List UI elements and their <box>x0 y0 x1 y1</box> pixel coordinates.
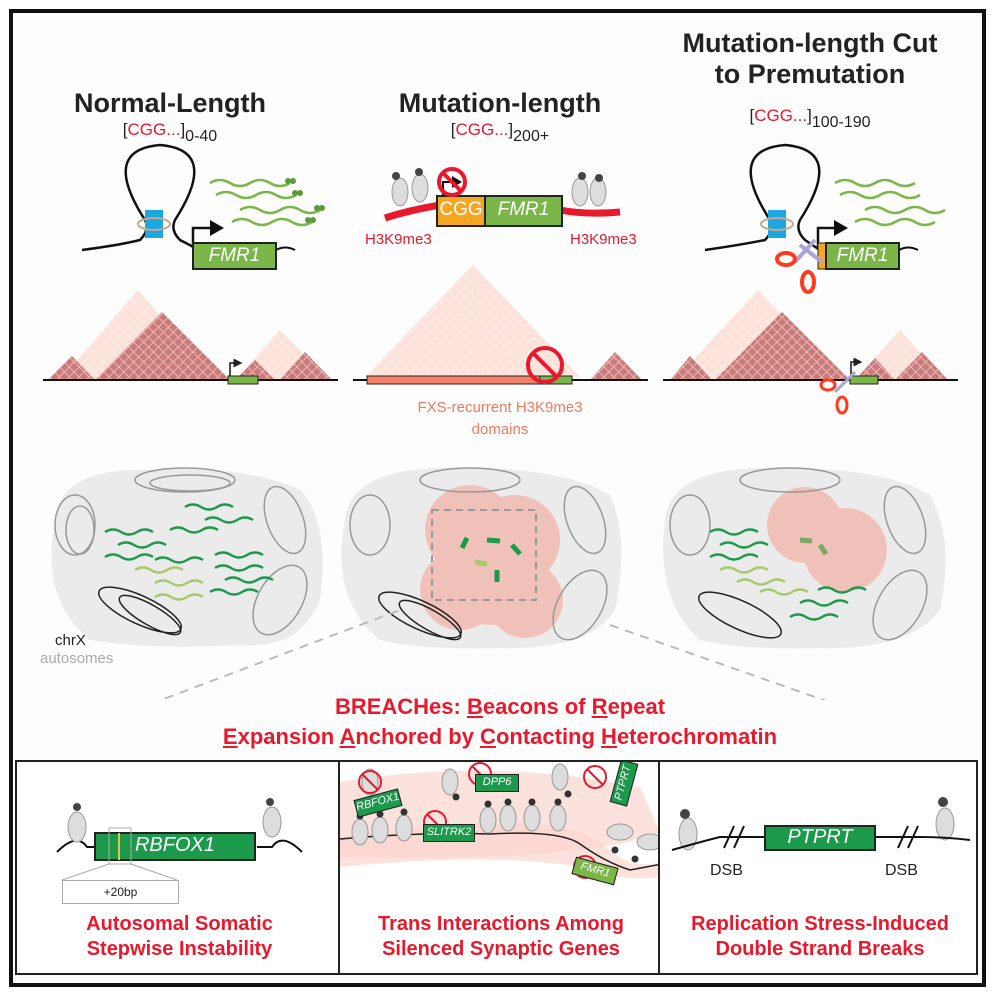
no-transcription-icon <box>526 346 564 384</box>
dsb-label-right: DSB <box>885 862 918 879</box>
silenced-fmr1-locus <box>383 167 621 227</box>
h3k9me3-label-right: H3K9me3 <box>570 231 637 248</box>
acronym-letter: E <box>222 724 238 749</box>
breaches-title: BREACHes: Beacons of Repeat Expansion An… <box>150 692 850 752</box>
breaches-line2: Expansion Anchored by Contacting Heteroc… <box>150 722 850 752</box>
fxs-caption-line1: FXS-recurrent H3K9me3 <box>417 399 583 416</box>
panel2-caption: Trans Interactions Among Silenced Synapt… <box>340 912 658 962</box>
tss-arrow-icon <box>210 220 224 236</box>
acronym-letter: A <box>339 724 356 749</box>
panel-trans-interactions: RBFOX1 DPP6 PTPRT SLITRK2 FMR1 Trans Int… <box>338 760 660 975</box>
fmr1-gene-box <box>825 242 900 270</box>
repeat-unit: CGG... <box>455 120 509 139</box>
nucleus-premutation <box>663 467 946 649</box>
title-normal-length: Normal-Length <box>74 88 266 118</box>
insert-label: +20bp <box>62 880 179 904</box>
dsb-break-right-icon <box>897 825 919 849</box>
dsb-label-left: DSB <box>710 862 743 879</box>
legend-chrx: chrX <box>55 632 86 649</box>
acronym-letter: B <box>466 694 483 719</box>
repeat-count: 200+ <box>513 128 550 145</box>
panel1-caption: Autosomal Somatic Stepwise Instability <box>17 912 342 962</box>
tad-map-mutation <box>353 265 648 385</box>
gene-label-ptprt: PTPRT <box>787 826 853 848</box>
title-line2: to Premutation <box>714 59 906 89</box>
caption-line1: Trans Interactions Among <box>378 913 624 935</box>
caption-line2: Stepwise Instability <box>86 938 273 960</box>
repeat-unit: CGG... <box>127 120 181 139</box>
scissors-icon <box>775 238 824 294</box>
title-line1: Mutation-length Cut <box>682 28 938 58</box>
title-cut-to-premutation: Mutation-length Cut to Premutation <box>640 28 980 90</box>
repeat-unit: CGG... <box>754 106 808 125</box>
caption-line1: Autosomal Somatic <box>86 913 273 935</box>
no-transcription-icon <box>437 167 467 197</box>
panel-autosomal-instability: RBFOX1 +20bp Autosomal Somatic Stepwise … <box>15 760 340 975</box>
dsb-break-left-icon <box>723 825 745 849</box>
title-text: epeat <box>607 694 666 719</box>
zoom-line-left <box>158 609 401 700</box>
acronym-letter: H <box>601 724 617 749</box>
acronym-letter: R <box>591 694 608 719</box>
repeat-mutation: [CGG...]200+ <box>450 120 550 145</box>
title-text: eacons of <box>482 694 592 719</box>
breaches-line1: BREACHes: Beacons of Repeat <box>150 692 850 722</box>
mrna-transcripts <box>209 178 321 227</box>
gene-tag-dpp6: DPP6 <box>475 774 519 792</box>
nucleus-mutation <box>341 467 622 649</box>
panel-replication-stress: PTPRT DSB DSB Replication Stress-Induced… <box>658 760 978 975</box>
panel3-graphics <box>671 797 971 851</box>
panel3-caption: Replication Stress-Induced Double Strand… <box>660 912 980 962</box>
gene-label-rbfox1: RBFOX1 <box>134 834 216 856</box>
cohesin-ring <box>145 210 163 238</box>
fxs-caption-line2: domains <box>471 421 529 438</box>
nucleus-normal <box>51 467 323 647</box>
legend-autosomes: autosomes <box>40 650 114 667</box>
repeat-premutation: [CGG...]100-190 <box>749 106 871 131</box>
title-text: eterochromatin <box>616 724 778 749</box>
gene-tag-slitrk2: SLITRK2 <box>423 824 475 842</box>
repeat-count: 0-40 <box>185 128 218 145</box>
zoom-line-right <box>609 624 827 700</box>
diagram-graphics <box>43 143 958 700</box>
title-text: xpansion <box>237 724 340 749</box>
repeat-count: 100-190 <box>811 114 871 131</box>
cgg-repeat-box <box>436 195 486 227</box>
caption-line1: Replication Stress-Induced <box>691 913 949 935</box>
acronym-letter: C <box>480 724 496 749</box>
title-text: BREACHes: <box>334 694 467 719</box>
tad-map-normal <box>43 290 338 385</box>
title-text: nchored by <box>355 724 481 749</box>
h3k9me3-label-left: H3K9me3 <box>365 231 432 248</box>
fmr1-gene-box <box>484 195 563 227</box>
scissors-icon <box>819 370 857 415</box>
fmr1-label-premutation: FMR1 <box>836 245 889 266</box>
panel1-graphics <box>56 798 303 881</box>
fmr1-label-normal: FMR1 <box>208 245 261 266</box>
caption-line2: Silenced Synaptic Genes <box>382 938 620 960</box>
chromatin-loop-normal <box>81 143 325 270</box>
title-mutation-length: Mutation-length <box>398 88 602 118</box>
title-text: ontacting <box>495 724 602 749</box>
fmr1-label-mutation: FMR1 <box>497 199 550 220</box>
fxs-domains-caption: FXS-recurrent H3K9me3 domains <box>360 397 640 441</box>
cgg-label: CGG <box>439 199 483 220</box>
zoom-region-box <box>431 509 537 601</box>
caption-line2: Double Strand Breaks <box>715 938 925 960</box>
chromatin-loop-premutation <box>704 143 946 294</box>
tad-map-premutation <box>663 290 958 415</box>
repeat-normal: [CGG...]0-40 <box>122 120 218 145</box>
fmr1-gene-box <box>192 242 277 270</box>
